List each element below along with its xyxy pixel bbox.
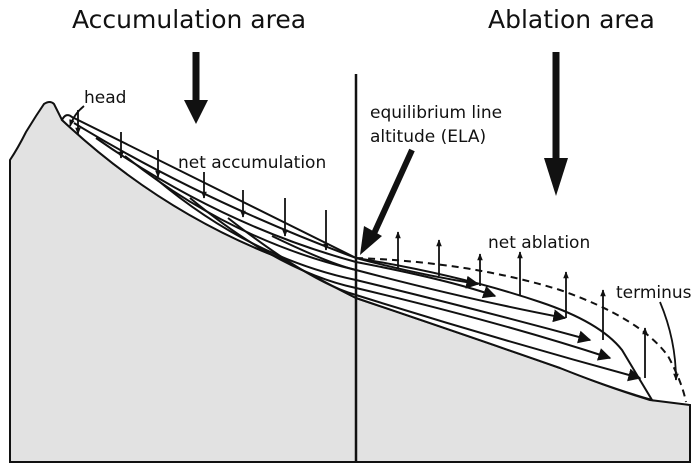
head-label: head xyxy=(84,88,126,108)
ela-pointer-arrowhead xyxy=(360,226,382,255)
net-accumulation-label: net accumulation xyxy=(178,153,326,173)
terminus-label: terminus xyxy=(616,283,692,303)
accumulation-area-label: Accumulation area xyxy=(72,5,306,34)
ablation-arrowhead xyxy=(544,158,568,196)
flow-line xyxy=(189,197,612,361)
flow-line xyxy=(271,235,357,271)
net-ablation-label: net ablation xyxy=(488,233,590,253)
ela-label-line2: altitude (ELA) xyxy=(370,127,486,147)
head-pointer-arrow xyxy=(69,105,85,127)
ela-pointer-arrow xyxy=(369,148,415,240)
ablation-area-label: Ablation area xyxy=(488,5,655,34)
terminus-pointer-arrow xyxy=(659,301,679,381)
flow-lines xyxy=(73,122,642,382)
flow-line xyxy=(73,122,480,289)
accumulation-arrowhead xyxy=(184,100,208,124)
net-ablation-arrows xyxy=(395,231,648,378)
flow-line xyxy=(95,137,497,299)
net-accumulation-arrows xyxy=(75,110,329,251)
glacier-ice xyxy=(60,114,655,402)
flow-line xyxy=(227,217,642,382)
ela-label-line1: equilibrium line xyxy=(370,103,502,123)
